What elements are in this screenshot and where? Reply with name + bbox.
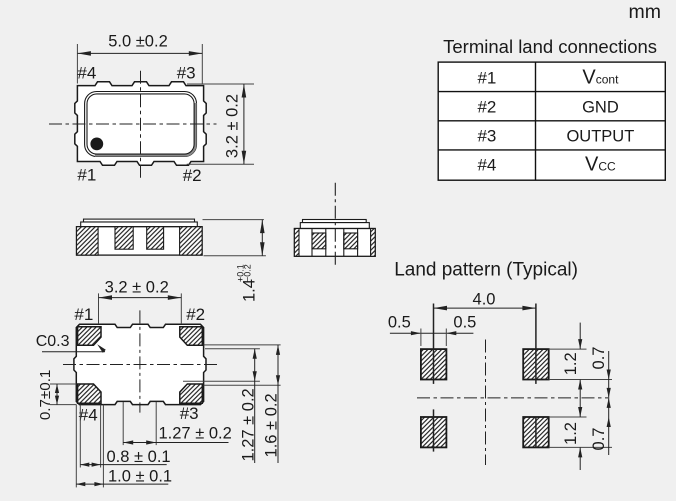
svg-text:#2: #2	[183, 166, 202, 185]
svg-text:1.6 ± 0.2: 1.6 ± 0.2	[262, 393, 280, 457]
svg-text:3.2 ± 0.2: 3.2 ± 0.2	[224, 94, 242, 158]
svg-text:0.7: 0.7	[590, 347, 608, 370]
svg-text:OUTPUT: OUTPUT	[566, 128, 634, 146]
svg-text:#1: #1	[477, 68, 496, 87]
svg-text:1.0 ± 0.1: 1.0 ± 0.1	[108, 467, 172, 485]
svg-text:5.0 ±0.2: 5.0 ±0.2	[108, 33, 168, 51]
svg-text:Vcont: Vcont	[582, 66, 619, 88]
svg-text:3.2 ± 0.2: 3.2 ± 0.2	[105, 278, 169, 296]
svg-text:0.5: 0.5	[388, 313, 411, 331]
svg-text:0.7±0.1: 0.7±0.1	[37, 370, 54, 421]
svg-text:#1: #1	[77, 166, 96, 185]
svg-text:1.2: 1.2	[562, 352, 580, 375]
svg-text:−0.2: −0.2	[243, 264, 253, 282]
svg-text:4.0: 4.0	[473, 290, 496, 308]
svg-text:#3: #3	[477, 127, 496, 146]
svg-text:#4: #4	[477, 156, 496, 175]
svg-text:#2: #2	[477, 97, 496, 116]
svg-text:0.7: 0.7	[590, 428, 608, 451]
svg-text:#3: #3	[177, 64, 196, 83]
svg-text:C0.3: C0.3	[36, 333, 70, 350]
svg-text:#4: #4	[79, 405, 98, 424]
svg-text:mm: mm	[629, 1, 662, 23]
svg-text:GND: GND	[582, 99, 619, 117]
svg-text:#1: #1	[74, 305, 93, 324]
svg-text:#4: #4	[77, 64, 96, 83]
svg-text:Land pattern (Typical): Land pattern (Typical)	[394, 259, 578, 280]
svg-text:1.27 ± 0.2: 1.27 ± 0.2	[159, 425, 232, 443]
svg-text:#2: #2	[186, 305, 205, 324]
svg-text:+0.1: +0.1	[236, 264, 246, 282]
svg-text:#3: #3	[180, 404, 199, 423]
svg-text:Terminal land connections: Terminal land connections	[443, 36, 657, 57]
svg-text:0.8 ± 0.1: 0.8 ± 0.1	[107, 448, 171, 466]
svg-text:0.5: 0.5	[453, 313, 476, 331]
svg-text:1.2: 1.2	[562, 422, 580, 445]
svg-text:1.27 ± 0.2: 1.27 ± 0.2	[240, 388, 258, 461]
svg-text:VCC: VCC	[585, 154, 616, 176]
svg-text:1.4: 1.4	[241, 279, 259, 302]
